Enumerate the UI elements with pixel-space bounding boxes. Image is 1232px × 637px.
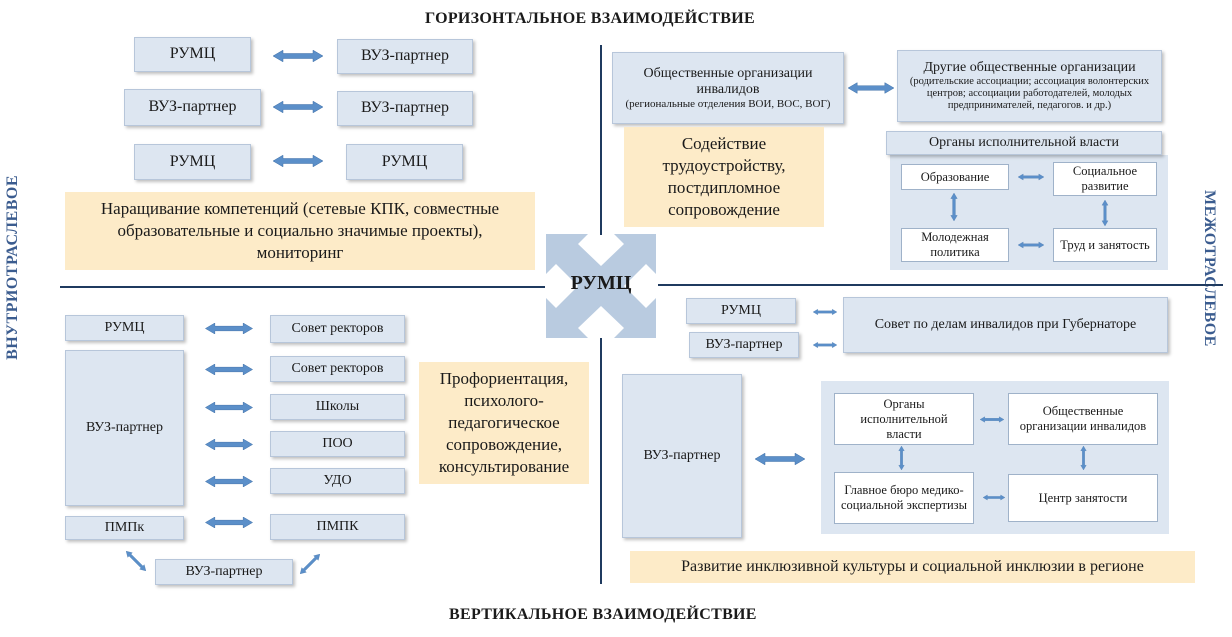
br-note: Развитие инклюзивной культуры и социальн… [630, 551, 1195, 583]
arrow-tr-exec-bottom [1018, 241, 1044, 249]
bl-rumc: РУМЦ [65, 315, 184, 341]
tr-org-invalids-sub: (региональные отделения ВОИ, ВОС, ВОГ) [625, 97, 831, 110]
br-grid-employment: Центр занятости [1008, 474, 1158, 522]
heading-vertical: ВЕРТИКАЛЬНОЕ ВЗАИМОДЕЙСТВИЕ [449, 606, 757, 623]
bl-target-4: ПОО [270, 431, 405, 457]
tl-row3-left: РУМЦ [134, 144, 251, 180]
tr-other-orgs-sub: (родительские ассоциации; ассоциация вол… [909, 75, 1150, 112]
br-grid-org-invalids: Общественные организации инвалидов [1008, 393, 1158, 445]
tr-exec-education: Образование [901, 164, 1009, 190]
tr-org-invalids: Общественные организации инвалидов (реги… [612, 52, 844, 124]
arrow-tr-exec-left [950, 193, 958, 221]
center-cross-icon [546, 234, 656, 338]
label-inter-industry: МЕЖОТРАСЛЕВОЕ [1201, 190, 1218, 347]
center-rumc-label: РУМЦ [570, 272, 632, 294]
tl-row2-right: ВУЗ-партнер [337, 91, 473, 126]
br-grid-mse-bureau: Главное бюро медико-социальной экспертиз… [834, 472, 974, 524]
bl-target-3: Школы [270, 394, 405, 420]
tl-row2-left: ВУЗ-партнер [124, 89, 261, 126]
bl-note: Профориентация, психолого-педагогическое… [419, 362, 589, 484]
arrow-bl-diag-left [123, 548, 149, 574]
arrow-bl-5 [205, 476, 253, 487]
arrow-tr-orgs [848, 82, 894, 94]
vertical-axis-bottom [600, 338, 602, 584]
arrow-br-rumc [813, 308, 837, 316]
horizontal-axis-right [658, 284, 1223, 286]
tl-row3-right: РУМЦ [346, 144, 463, 180]
heading-horizontal: ГОРИЗОНТАЛЬНОЕ ВЗАИМОДЕЙСТВИЕ [425, 10, 755, 27]
arrow-br-big [755, 452, 805, 466]
br-vuz-partner: ВУЗ-партнер [689, 332, 799, 358]
tl-note: Наращивание компетенций (сетевые КПК, со… [65, 192, 535, 270]
tr-exec-social: Социальное развитие [1053, 162, 1157, 196]
arrow-br-grid-top [980, 416, 1004, 423]
tl-row1-left: РУМЦ [134, 37, 251, 72]
arrow-bl-1 [205, 323, 253, 334]
arrow-br-grid-right [1080, 446, 1087, 470]
bl-vuz-partner: ВУЗ-партнер [65, 350, 184, 506]
bl-pmpk-left: ПМПк [65, 516, 184, 540]
arrow-tl-2 [273, 101, 323, 113]
arrow-bl-diag-right [297, 551, 323, 577]
arrow-br-grid-bottom [983, 494, 1005, 501]
tr-other-orgs-main: Другие общественные организации [923, 59, 1136, 75]
bl-target-2: Совет ректоров [270, 356, 405, 382]
horizontal-axis-left [60, 286, 545, 288]
tr-executive-title: Органы исполнительной власти [886, 131, 1162, 155]
tr-org-invalids-main: Общественные организации инвалидов [643, 65, 813, 97]
bl-target-5: УДО [270, 468, 405, 494]
br-vuz-big: ВУЗ-партнер [622, 374, 742, 538]
arrow-bl-2 [205, 364, 253, 375]
arrow-tl-1 [273, 50, 323, 62]
arrow-br-vuz [813, 341, 837, 349]
tr-note: Содействие трудоустройству, постдипломно… [624, 127, 824, 227]
vertical-axis-top [600, 45, 602, 235]
arrow-tr-exec-right [1101, 200, 1109, 226]
br-council: Совет по делам инвалидов при Губернаторе [843, 297, 1168, 353]
bl-pmpk-right: ПМПК [270, 514, 405, 540]
br-grid-executive: Органы исполнительной власти [834, 393, 974, 445]
tr-exec-youth: Молодежная политика [901, 228, 1009, 262]
arrow-br-grid-left [898, 446, 905, 470]
arrow-bl-6 [205, 517, 253, 528]
bl-vuz-bottom: ВУЗ-партнер [155, 559, 293, 585]
tr-exec-labour: Труд и занятость [1053, 228, 1157, 262]
br-rumc: РУМЦ [686, 298, 796, 324]
tl-row1-right: ВУЗ-партнер [337, 39, 473, 74]
arrow-tr-exec-top [1018, 173, 1044, 181]
arrow-bl-3 [205, 402, 253, 413]
arrow-tl-3 [273, 155, 323, 167]
tr-other-orgs: Другие общественные организации (родител… [897, 50, 1162, 122]
arrow-bl-4 [205, 439, 253, 450]
bl-target-1: Совет ректоров [270, 315, 405, 343]
